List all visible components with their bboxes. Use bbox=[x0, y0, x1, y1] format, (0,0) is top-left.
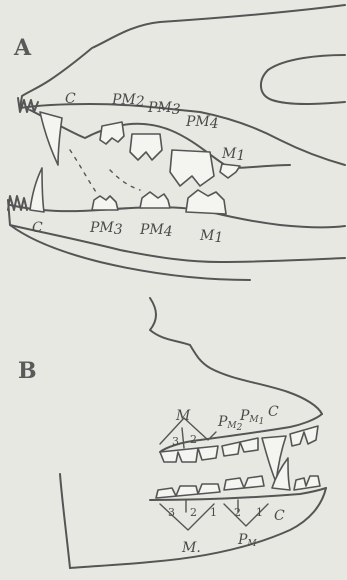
mandible-outline bbox=[8, 200, 345, 262]
lower-pm3 bbox=[92, 196, 118, 210]
label-upper-pm2: PM2 bbox=[111, 92, 145, 110]
label-lower-pm4: PM4 bbox=[139, 222, 173, 240]
label-b-upper-canine: C bbox=[268, 404, 279, 420]
lower-incisors-b bbox=[294, 476, 320, 490]
upper-incisors-b bbox=[290, 426, 318, 446]
lower-pm4 bbox=[140, 192, 170, 208]
lower-gumline bbox=[10, 205, 345, 227]
label-upper-canine: C bbox=[65, 91, 76, 107]
label-b-upper-m3: 3 bbox=[172, 435, 179, 448]
upper-pm2 bbox=[100, 122, 124, 144]
upper-molars-b bbox=[160, 446, 218, 462]
panel-b: B M 3 2 PM2 PM1 bbox=[18, 298, 326, 568]
panel-a-letter: A bbox=[13, 35, 32, 61]
upper-pm4 bbox=[170, 150, 214, 186]
label-b-lower-2b: 2 bbox=[234, 506, 241, 519]
label-upper-pm4: PM4 bbox=[185, 114, 219, 132]
upper-canine bbox=[40, 112, 62, 165]
label-b-lower-canine: C bbox=[274, 508, 285, 524]
upper-premolars-b bbox=[222, 438, 258, 456]
upper-m1 bbox=[220, 164, 240, 178]
label-b-upper-m2: 2 bbox=[190, 433, 197, 446]
lower-m1 bbox=[186, 190, 226, 214]
jaw-back-b bbox=[60, 474, 70, 568]
label-b-lower-1b: 1 bbox=[256, 506, 263, 519]
lower-premolars-b bbox=[224, 476, 264, 490]
face-profile bbox=[150, 298, 322, 414]
label-upper-m1: M1 bbox=[221, 146, 245, 164]
label-b-lower-pm: PM bbox=[237, 532, 257, 549]
lower-molars-b bbox=[156, 484, 220, 498]
label-b-upper-m: M bbox=[175, 408, 191, 424]
eye-orbit bbox=[261, 55, 345, 104]
label-b-upper-pm2: PM2 bbox=[217, 414, 243, 433]
upper-pm3 bbox=[130, 134, 162, 160]
label-lower-pm3: PM3 bbox=[89, 220, 123, 238]
upper-m-divider bbox=[182, 428, 184, 448]
panel-a: A C PM2 bbox=[8, 5, 345, 280]
label-b-lower-m: M. bbox=[181, 540, 201, 556]
label-lower-m1: M1 bbox=[199, 228, 223, 246]
label-b-lower-1a: 1 bbox=[210, 506, 217, 519]
label-upper-pm3: PM3 bbox=[147, 100, 181, 118]
label-b-lower-3: 3 bbox=[168, 506, 175, 519]
label-lower-canine: C bbox=[32, 220, 43, 236]
label-b-lower-2a: 2 bbox=[190, 506, 197, 519]
panel-b-letter: B bbox=[18, 358, 37, 384]
mouth-interior bbox=[70, 150, 140, 192]
lower-canine bbox=[30, 168, 44, 212]
label-b-upper-pm1: PM1 bbox=[239, 408, 264, 427]
